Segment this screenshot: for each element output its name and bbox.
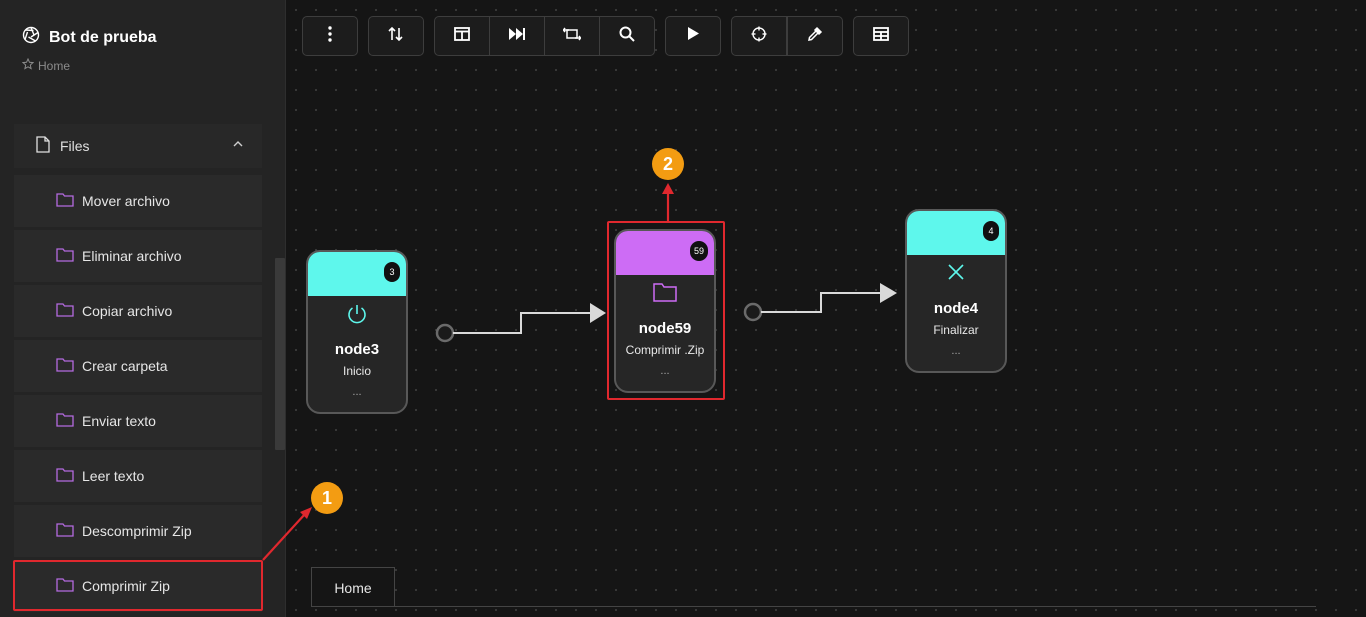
more-vertical-icon — [328, 25, 332, 47]
fast-forward-icon — [508, 27, 526, 46]
sidebar-scrollbar[interactable] — [275, 258, 285, 450]
sidebar-item-descomprimir-zip[interactable]: Descomprimir Zip — [14, 505, 262, 557]
chevron-up-icon[interactable] — [232, 137, 244, 153]
play-button[interactable] — [665, 16, 721, 56]
breadcrumb[interactable]: Home — [21, 57, 71, 73]
node-description: Inicio — [342, 364, 371, 378]
node-node4[interactable]: 4 node4 Finalizar ... — [905, 209, 1007, 373]
node-node59[interactable]: 59 node59 Comprimir .Zip ... — [614, 229, 716, 393]
sidebar-item-comprimir-zip[interactable]: Comprimir Zip — [14, 560, 262, 612]
folder-icon — [56, 357, 74, 375]
tab-divider — [311, 606, 1316, 607]
play-icon — [687, 26, 700, 46]
folder-icon — [56, 412, 74, 430]
file-icon — [36, 136, 50, 156]
section-label: Files — [60, 138, 90, 154]
edge-node59-node4 — [743, 283, 897, 322]
crosshair-icon — [751, 26, 767, 47]
annotation-arrow-2 — [662, 183, 674, 221]
folder-icon — [56, 577, 74, 595]
highlight-box-sidebar-item — [13, 560, 263, 611]
sidebar: Bot de prueba Home Files Mover archivo E… — [0, 0, 286, 617]
node-title: node3 — [334, 341, 380, 358]
node-header: 3 — [308, 252, 406, 296]
node-header: 4 — [907, 211, 1005, 255]
folder-icon — [56, 302, 74, 320]
swap-icon — [562, 26, 582, 47]
breadcrumb-home: Home — [38, 58, 71, 73]
search-button[interactable] — [599, 16, 655, 56]
annotation-marker-2: 2 — [652, 148, 684, 180]
crosshair-button[interactable] — [731, 16, 787, 56]
table-button[interactable] — [853, 16, 909, 56]
sidebar-item-mover-archivo[interactable]: Mover archivo — [14, 175, 262, 227]
node-description: Comprimir .Zip — [625, 343, 705, 357]
sidebar-item-eliminar-archivo[interactable]: Eliminar archivo — [14, 230, 262, 282]
folder-icon — [56, 522, 74, 540]
node-description: Finalizar — [933, 323, 979, 337]
node-more: ... — [951, 345, 961, 357]
node-title: node4 — [933, 300, 979, 317]
sidebar-item-label: Comprimir Zip — [82, 578, 170, 594]
annotation-arrow-1 — [262, 507, 312, 561]
layout-button[interactable] — [434, 16, 490, 56]
eyedropper-icon — [807, 26, 823, 47]
edge-node3-node59 — [435, 303, 606, 343]
folder-icon — [616, 282, 714, 306]
node-badge: 3 — [384, 262, 400, 282]
fast-forward-button[interactable] — [489, 16, 545, 56]
tab-home[interactable]: Home — [311, 567, 395, 607]
folder-icon — [56, 247, 74, 265]
more-button[interactable] — [302, 16, 358, 56]
folder-icon — [56, 467, 74, 485]
sidebar-item-label: Leer texto — [82, 468, 145, 484]
sidebar-item-crear-carpeta[interactable]: Crear carpeta — [14, 340, 262, 392]
star-icon — [21, 57, 35, 73]
node-title: node59 — [638, 320, 692, 337]
folder-icon — [56, 192, 74, 210]
sort-icon — [387, 25, 405, 48]
aperture-icon — [22, 26, 40, 49]
annotation-marker-1: 1 — [311, 482, 343, 514]
node-node3[interactable]: 3 node3 Inicio ... — [306, 250, 408, 414]
close-icon — [907, 262, 1005, 286]
power-icon — [308, 303, 406, 327]
node-badge: 4 — [983, 221, 999, 241]
tab-label: Home — [334, 579, 372, 596]
sidebar-item-label: Copiar archivo — [82, 303, 173, 319]
search-icon — [619, 26, 635, 47]
sort-button[interactable] — [368, 16, 424, 56]
eyedropper-button[interactable] — [787, 16, 843, 56]
node-more: ... — [660, 365, 670, 377]
sidebar-item-label: Mover archivo — [82, 193, 170, 209]
arrow-head — [590, 303, 606, 323]
sidebar-item-label: Eliminar archivo — [82, 248, 182, 264]
highlight-box-node — [607, 221, 725, 400]
node-header: 59 — [616, 231, 714, 275]
sidebar-item-label: Descomprimir Zip — [82, 523, 192, 539]
layout-icon — [454, 26, 470, 46]
section-files[interactable]: Files — [14, 124, 262, 168]
node-badge: 59 — [689, 241, 708, 261]
sidebar-item-label: Enviar texto — [82, 413, 156, 429]
sidebar-item-leer-texto[interactable]: Leer texto — [14, 450, 262, 502]
sidebar-item-enviar-texto[interactable]: Enviar texto — [14, 395, 262, 447]
brand: Bot de prueba — [22, 26, 157, 49]
flow-canvas[interactable] — [286, 0, 1366, 617]
arrow-head — [880, 283, 897, 303]
node-more: ... — [352, 386, 362, 398]
swap-button[interactable] — [544, 16, 600, 56]
sidebar-item-copiar-archivo[interactable]: Copiar archivo — [14, 285, 262, 337]
app-title: Bot de prueba — [49, 28, 157, 46]
sidebar-item-label: Crear carpeta — [82, 358, 168, 374]
table-icon — [873, 26, 889, 46]
